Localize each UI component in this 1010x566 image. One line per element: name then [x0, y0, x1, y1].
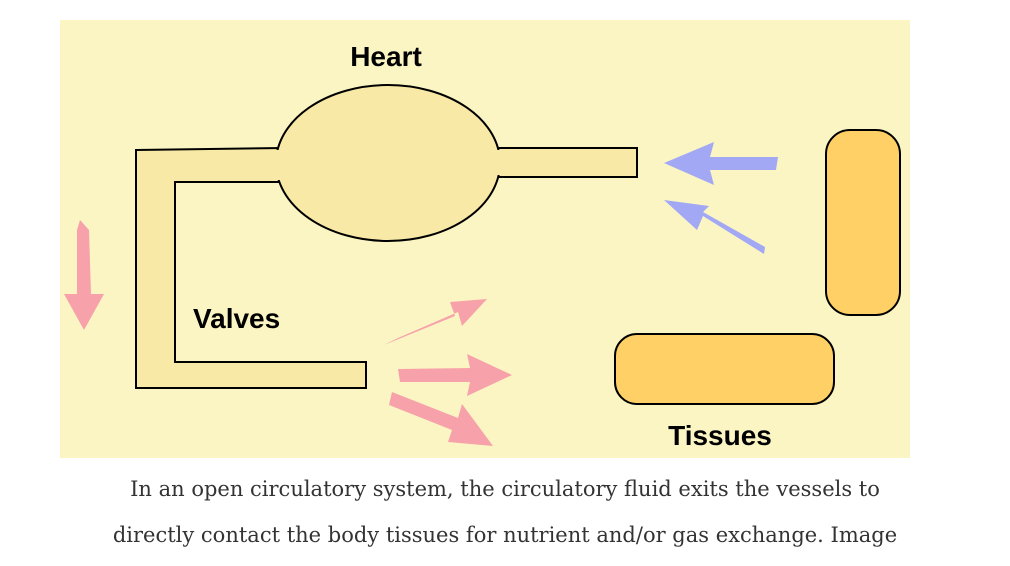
- caption-line-1: In an open circulatory system, the circu…: [130, 477, 880, 501]
- down-arrow: [64, 220, 104, 330]
- valves-label: Valves: [193, 303, 280, 334]
- heart-label: Heart: [350, 41, 422, 72]
- tissues-label: Tissues: [668, 420, 772, 451]
- left-arrow: [664, 142, 778, 185]
- right-arrow: [398, 354, 512, 396]
- open-circulatory-diagram: Heart Valves Tissues: [60, 20, 910, 458]
- caption-line-2: directly contact the body tissues for nu…: [112, 523, 898, 547]
- inflow-arrows: [664, 142, 778, 254]
- heart-chamber: [275, 84, 501, 242]
- tissue-horizontal: [614, 333, 835, 405]
- heart-outflow-tube: [489, 147, 638, 178]
- tissue-vertical: [825, 129, 901, 316]
- figure-caption: In an open circulatory system, the circu…: [0, 466, 1010, 558]
- up-right-arrow: [384, 299, 487, 345]
- outflow-arrows: [64, 220, 512, 446]
- up-left-arrow: [664, 200, 765, 254]
- down-right-arrow: [389, 392, 493, 446]
